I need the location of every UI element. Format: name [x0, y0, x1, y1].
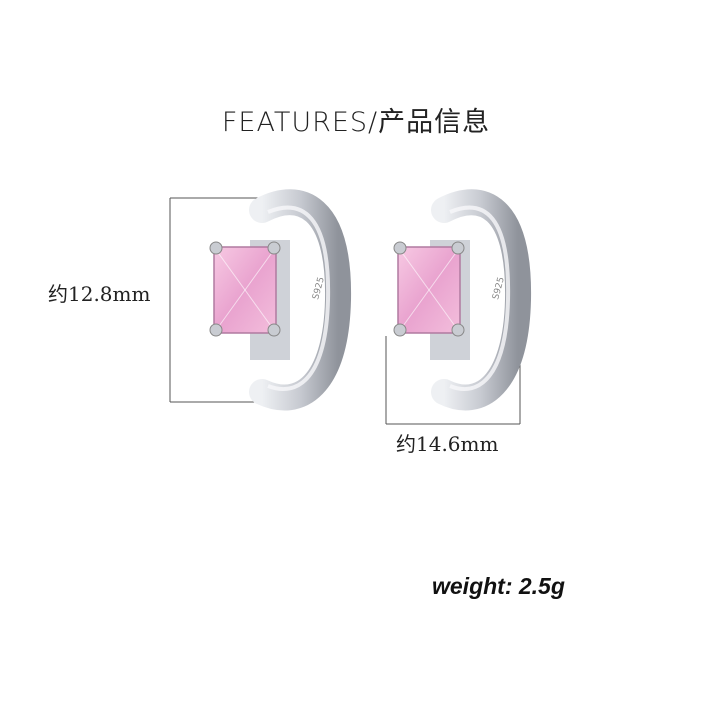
engraving-right: S925 — [491, 276, 507, 301]
engraving-left: S925 — [311, 276, 327, 301]
earring-right — [393, 189, 532, 411]
height-dimension-label: 约12.8mm — [48, 282, 151, 306]
earring-left — [209, 189, 352, 411]
weight-label: weight: 2.5g — [432, 573, 565, 599]
width-dimension-label: 约14.6mm — [396, 432, 499, 456]
page-title: FEATURES/产品信息 — [221, 107, 491, 138]
